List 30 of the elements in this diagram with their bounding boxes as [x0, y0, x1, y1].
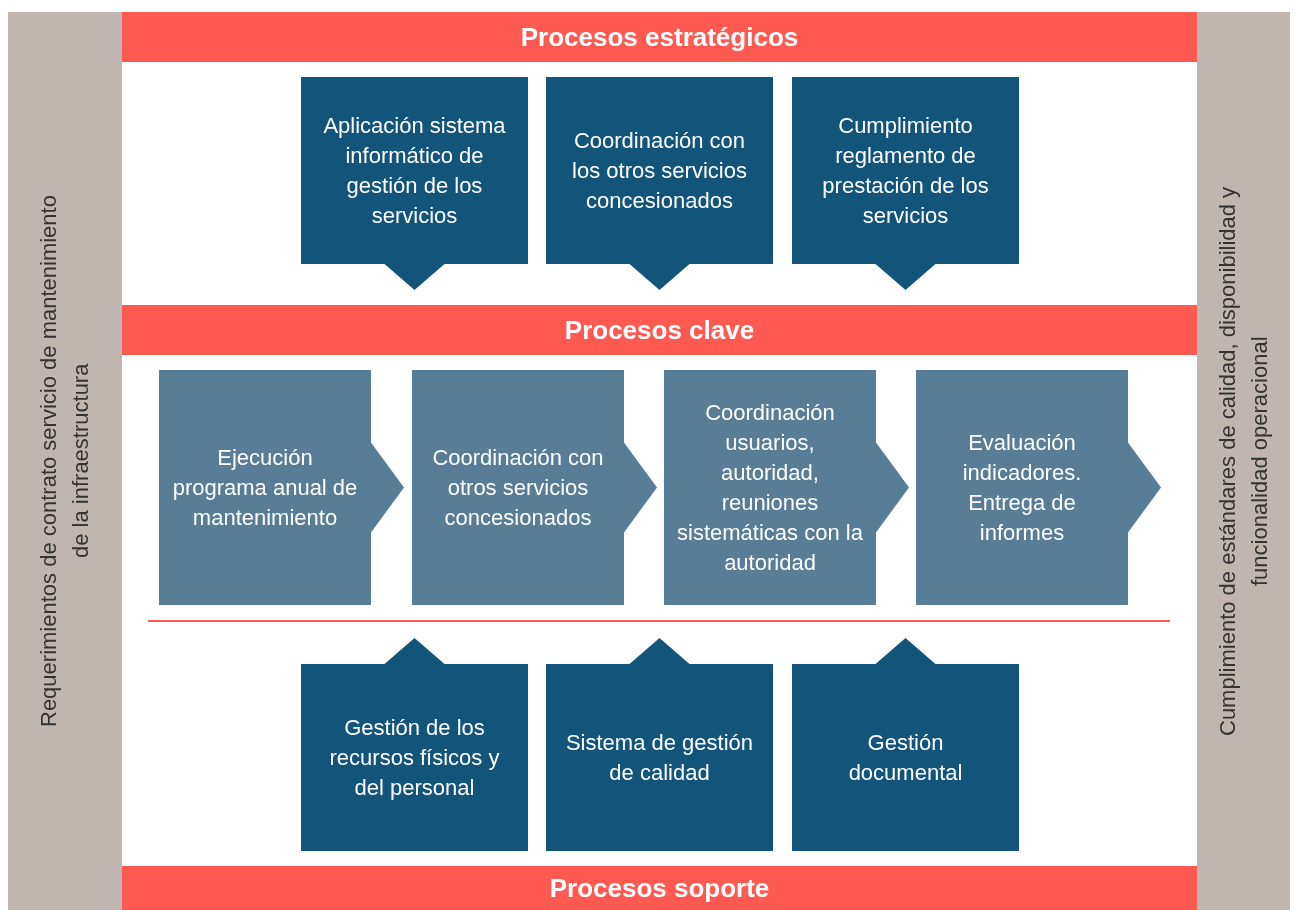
- process-callout-box: [301, 638, 528, 851]
- process-text: Gestión de los recursos físicos y del personal: [328, 713, 501, 802]
- chevron-process-box: [664, 370, 909, 605]
- process-text: Gestión documental: [847, 728, 964, 787]
- section-title: Procesos soporte: [549, 873, 770, 903]
- section-header-band: [122, 12, 1197, 62]
- side-caption: Cumplimiento de estándares de calidad, disponibilidad y funcionalidad operacional: [1213, 185, 1273, 738]
- chevron-process-box: [916, 370, 1161, 605]
- process-callout-box: [792, 638, 1019, 851]
- process-callout-box: [301, 77, 528, 290]
- process-text: Sistema de gestión de calidad: [564, 728, 755, 787]
- process-callout-box: [546, 638, 773, 851]
- section-title: Procesos estratégicos: [520, 22, 799, 52]
- process-callout-box: [546, 77, 773, 290]
- process-text: Aplicación sistema informático de gestión de los servicios: [322, 111, 507, 230]
- section-title: Procesos clave: [564, 315, 755, 345]
- side-caption: Requerimientos de contrato servicio de mantenimiento de la infraestructura: [35, 194, 94, 729]
- process-text: Cumplimiento reglamento de prestación de los servicios: [821, 111, 990, 230]
- process-text: Evaluación indicadores. Entrega de informes: [961, 428, 1083, 547]
- section-header-band: [122, 305, 1197, 355]
- side-panel: [8, 12, 122, 910]
- chevron-process-box: [159, 370, 404, 605]
- chevron-process-box: [412, 370, 657, 605]
- process-text: Ejecución programa anual de mantenimiento: [171, 443, 359, 532]
- process-callout-box: [792, 77, 1019, 290]
- process-text: Coordinación usuarios, autoridad, reuniones sistemáticas con la autoridad: [676, 398, 864, 577]
- process-text: Coordinación con otros servicios concesionados: [431, 443, 605, 532]
- section-header-band: [122, 866, 1197, 910]
- process-text: Coordinación con los otros servicios concesionados: [571, 126, 748, 215]
- side-panel: [1197, 12, 1290, 910]
